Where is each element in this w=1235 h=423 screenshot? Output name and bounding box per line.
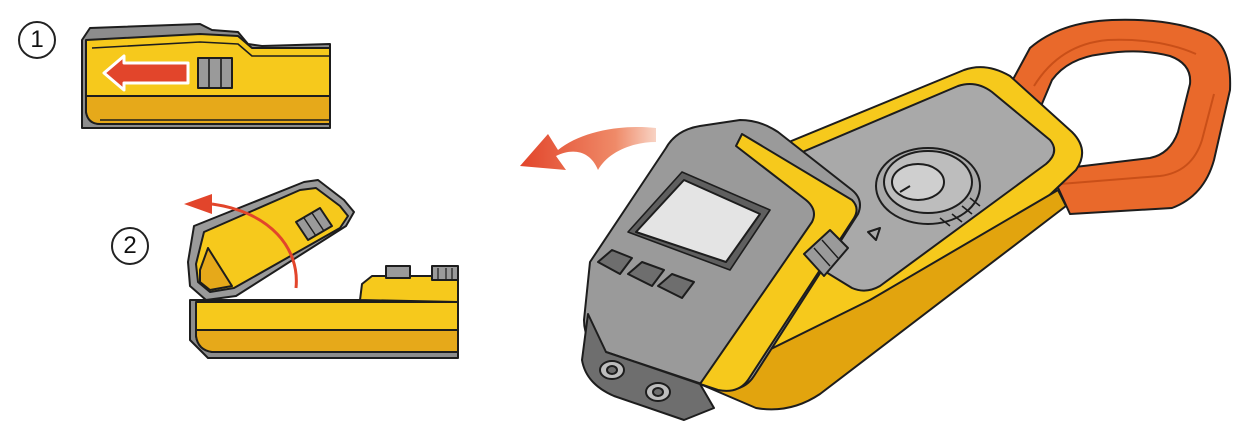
clamp-meter xyxy=(582,20,1230,420)
remove-cover-arrow-icon xyxy=(520,127,656,170)
step-1-marker: 1 xyxy=(18,21,56,59)
step-2-marker: 2 xyxy=(111,227,149,265)
